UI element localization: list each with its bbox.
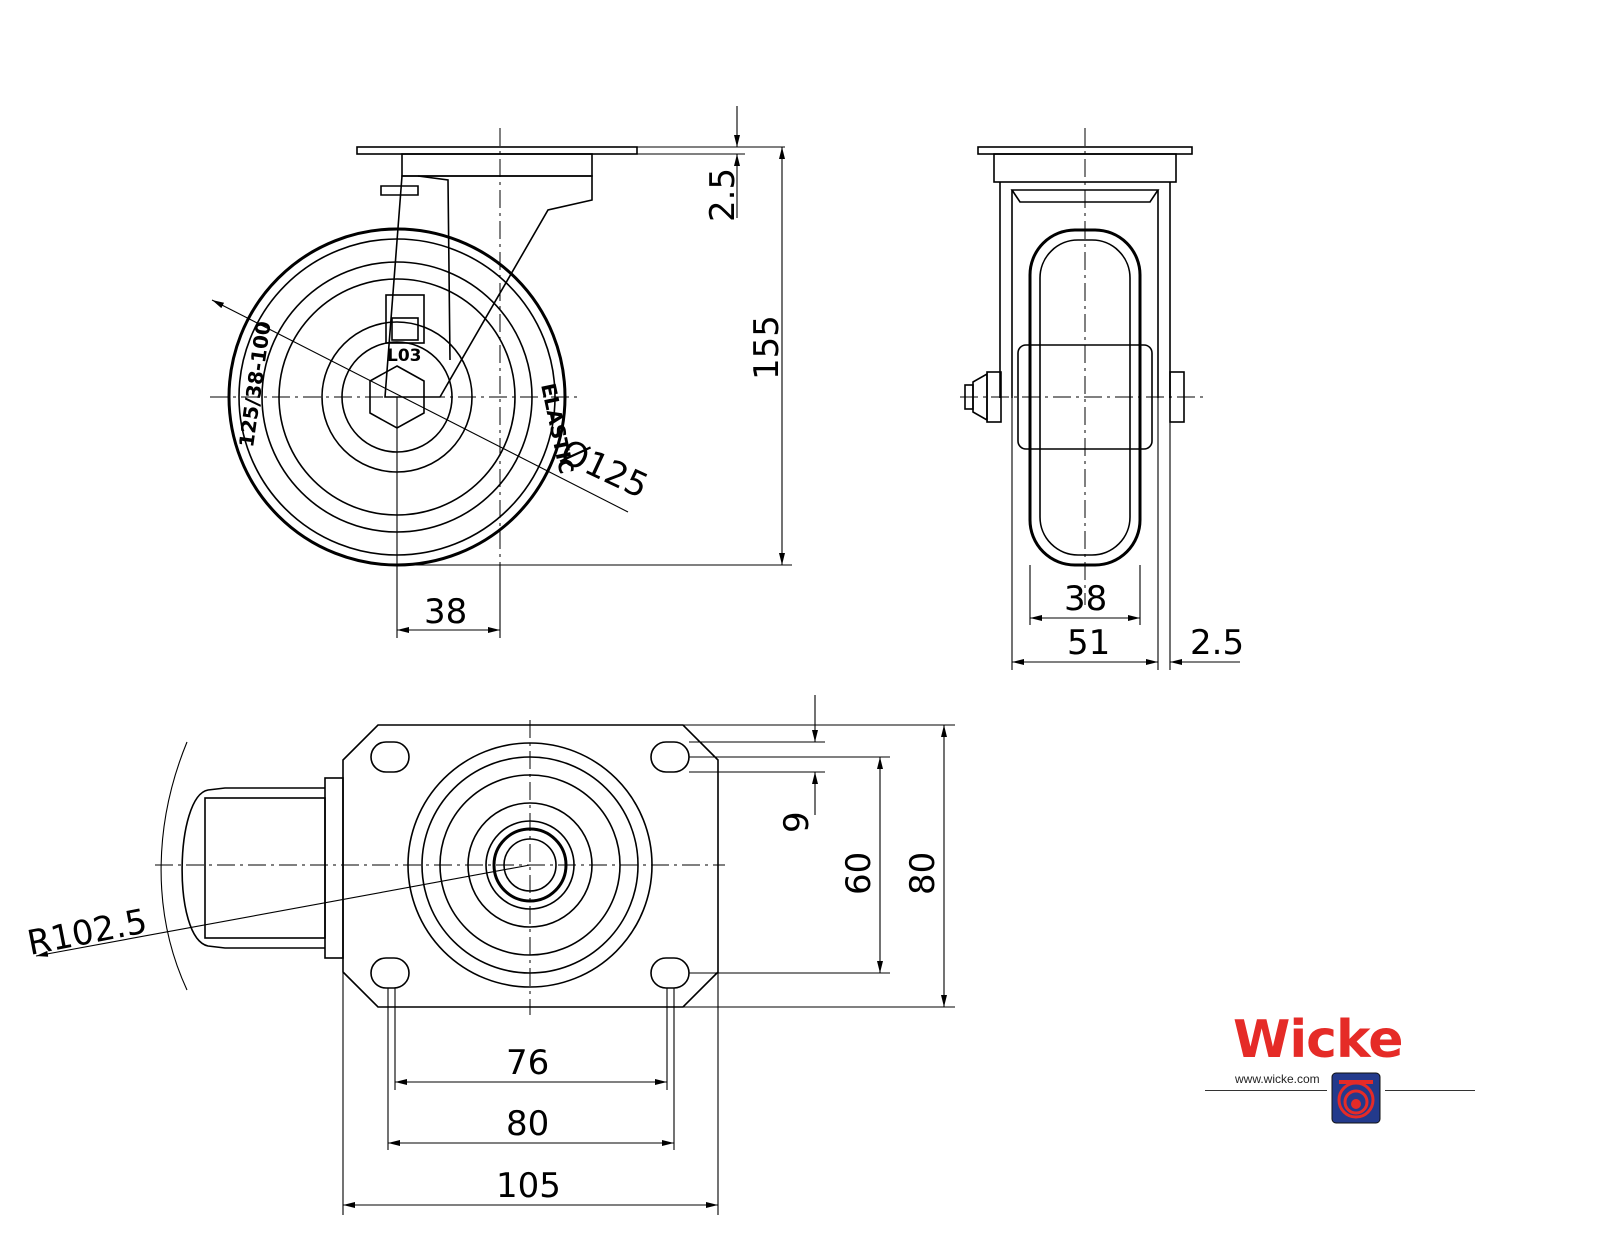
front-wheel-width-dimension: 38 xyxy=(1064,579,1107,619)
top-view: R102.5 9 60 80 76 80 105 xyxy=(24,695,955,1215)
side-plate-thickness-dimension: 2.5 xyxy=(703,168,743,222)
swivel-radius-dimension: R102.5 xyxy=(24,901,150,963)
logo-rule-right xyxy=(1385,1090,1475,1091)
side-height-dimension: 155 xyxy=(747,315,787,380)
wheel-diameter-dimension: Ø125 xyxy=(554,432,654,507)
top-plate-y-dimension: 80 xyxy=(903,852,943,895)
front-view: 38 51 2.5 xyxy=(960,128,1244,670)
side-offset-dimension: 38 xyxy=(424,592,467,632)
top-bolt-spacing-x-outer-dimension: 80 xyxy=(506,1104,549,1144)
front-bracket-width-dimension: 51 xyxy=(1067,623,1110,663)
top-bolt-spacing-x-inner-dimension: 76 xyxy=(506,1043,549,1083)
logo-rule-left xyxy=(1205,1090,1327,1091)
top-plate-x-dimension: 105 xyxy=(496,1166,561,1206)
logo-wordmark: Wicke xyxy=(1233,1010,1403,1070)
logo-url: www.wicke.com xyxy=(1235,1072,1320,1086)
front-clearance-dimension: 2.5 xyxy=(1190,623,1244,663)
top-slot-dimension: 9 xyxy=(777,811,817,833)
top-bolt-spacing-y-dimension: 60 xyxy=(839,852,879,895)
side-view: L03 125/38-100 ELASTIC Ø125 2.5 155 38 xyxy=(210,106,792,638)
fork-code-label: L03 xyxy=(387,346,422,366)
wicke-emblem-icon xyxy=(1331,1072,1381,1124)
wicke-logo: Wicke www.wicke.com xyxy=(1205,1012,1475,1132)
